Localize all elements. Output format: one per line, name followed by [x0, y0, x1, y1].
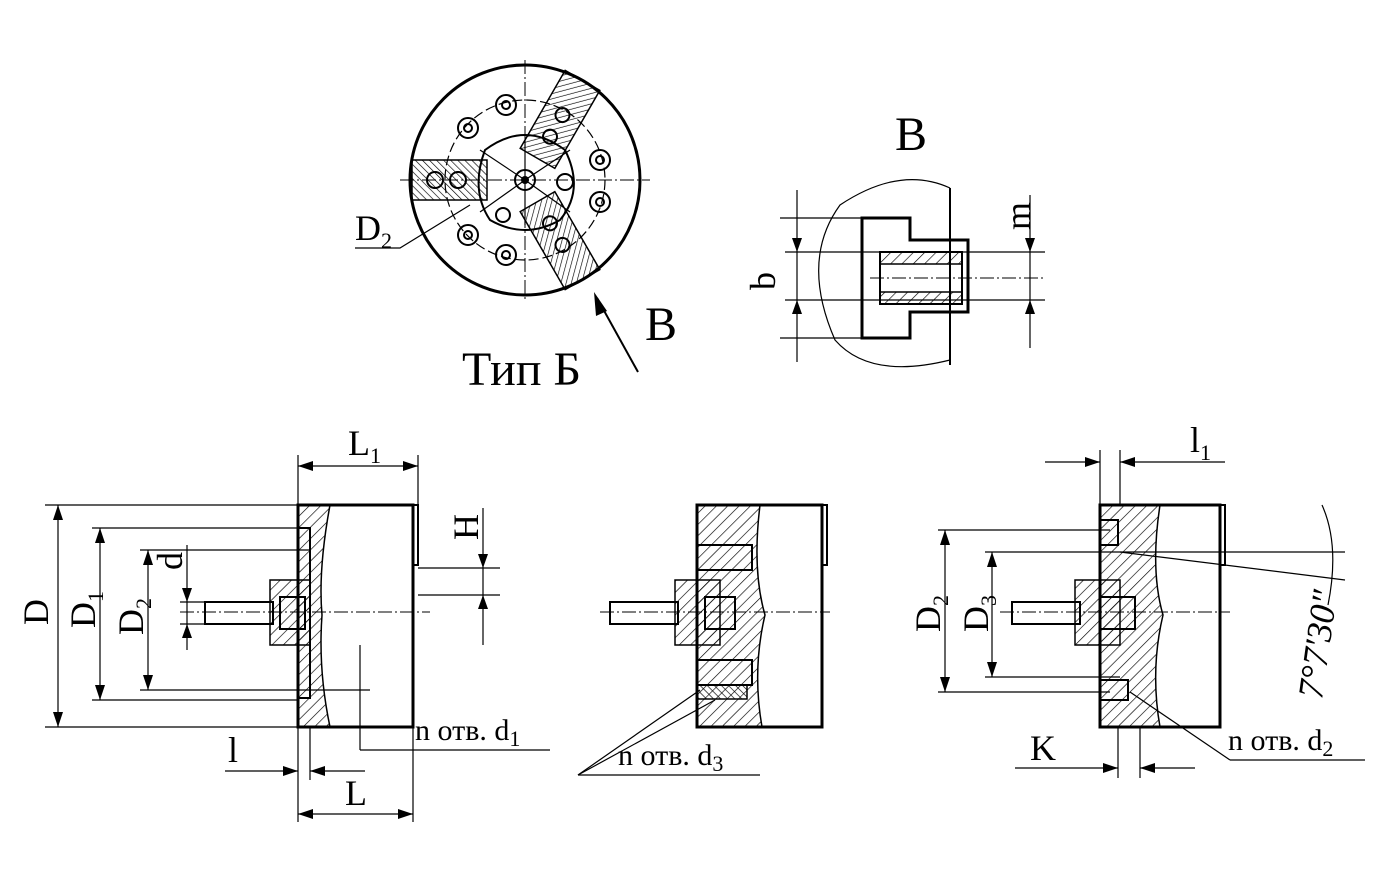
- view-b-detail: B b m: [743, 108, 1045, 368]
- label-D3: D3: [956, 595, 1001, 632]
- label-L1: L1: [348, 423, 381, 468]
- chuck-front-view: D2 B Тип Б: [355, 60, 677, 396]
- view-letter: B: [895, 108, 927, 161]
- view-arrow-letter: B: [645, 298, 677, 351]
- label-angle: 7°7'30": [1290, 587, 1345, 702]
- label-H: H: [446, 514, 486, 540]
- label-l1: l1: [1190, 420, 1211, 465]
- label-L: L: [345, 773, 367, 813]
- label-D2-top: D2: [355, 208, 392, 253]
- label-D1: D1: [63, 591, 108, 628]
- label-holes-d2: n отв. d2: [1228, 724, 1333, 761]
- label-l: l: [228, 730, 238, 770]
- label-b: b: [743, 272, 783, 290]
- label-holes-d3: n отв. d3: [618, 739, 723, 776]
- label-d: d: [150, 552, 190, 570]
- label-D2: D2: [111, 598, 156, 635]
- section-middle: n отв. d3: [577, 503, 830, 776]
- label-m: m: [998, 202, 1038, 230]
- label-K: K: [1030, 728, 1056, 768]
- type-caption: Тип Б: [462, 343, 581, 396]
- label-D: D: [16, 599, 56, 625]
- section-left: D D1 D2 d H L1: [16, 423, 550, 822]
- label-holes-d1: n отв. d1: [415, 714, 520, 751]
- label-D2-right: D2: [908, 595, 953, 632]
- section-right: D2 D3 7°7'30" l1 K n отв. d2: [908, 420, 1365, 778]
